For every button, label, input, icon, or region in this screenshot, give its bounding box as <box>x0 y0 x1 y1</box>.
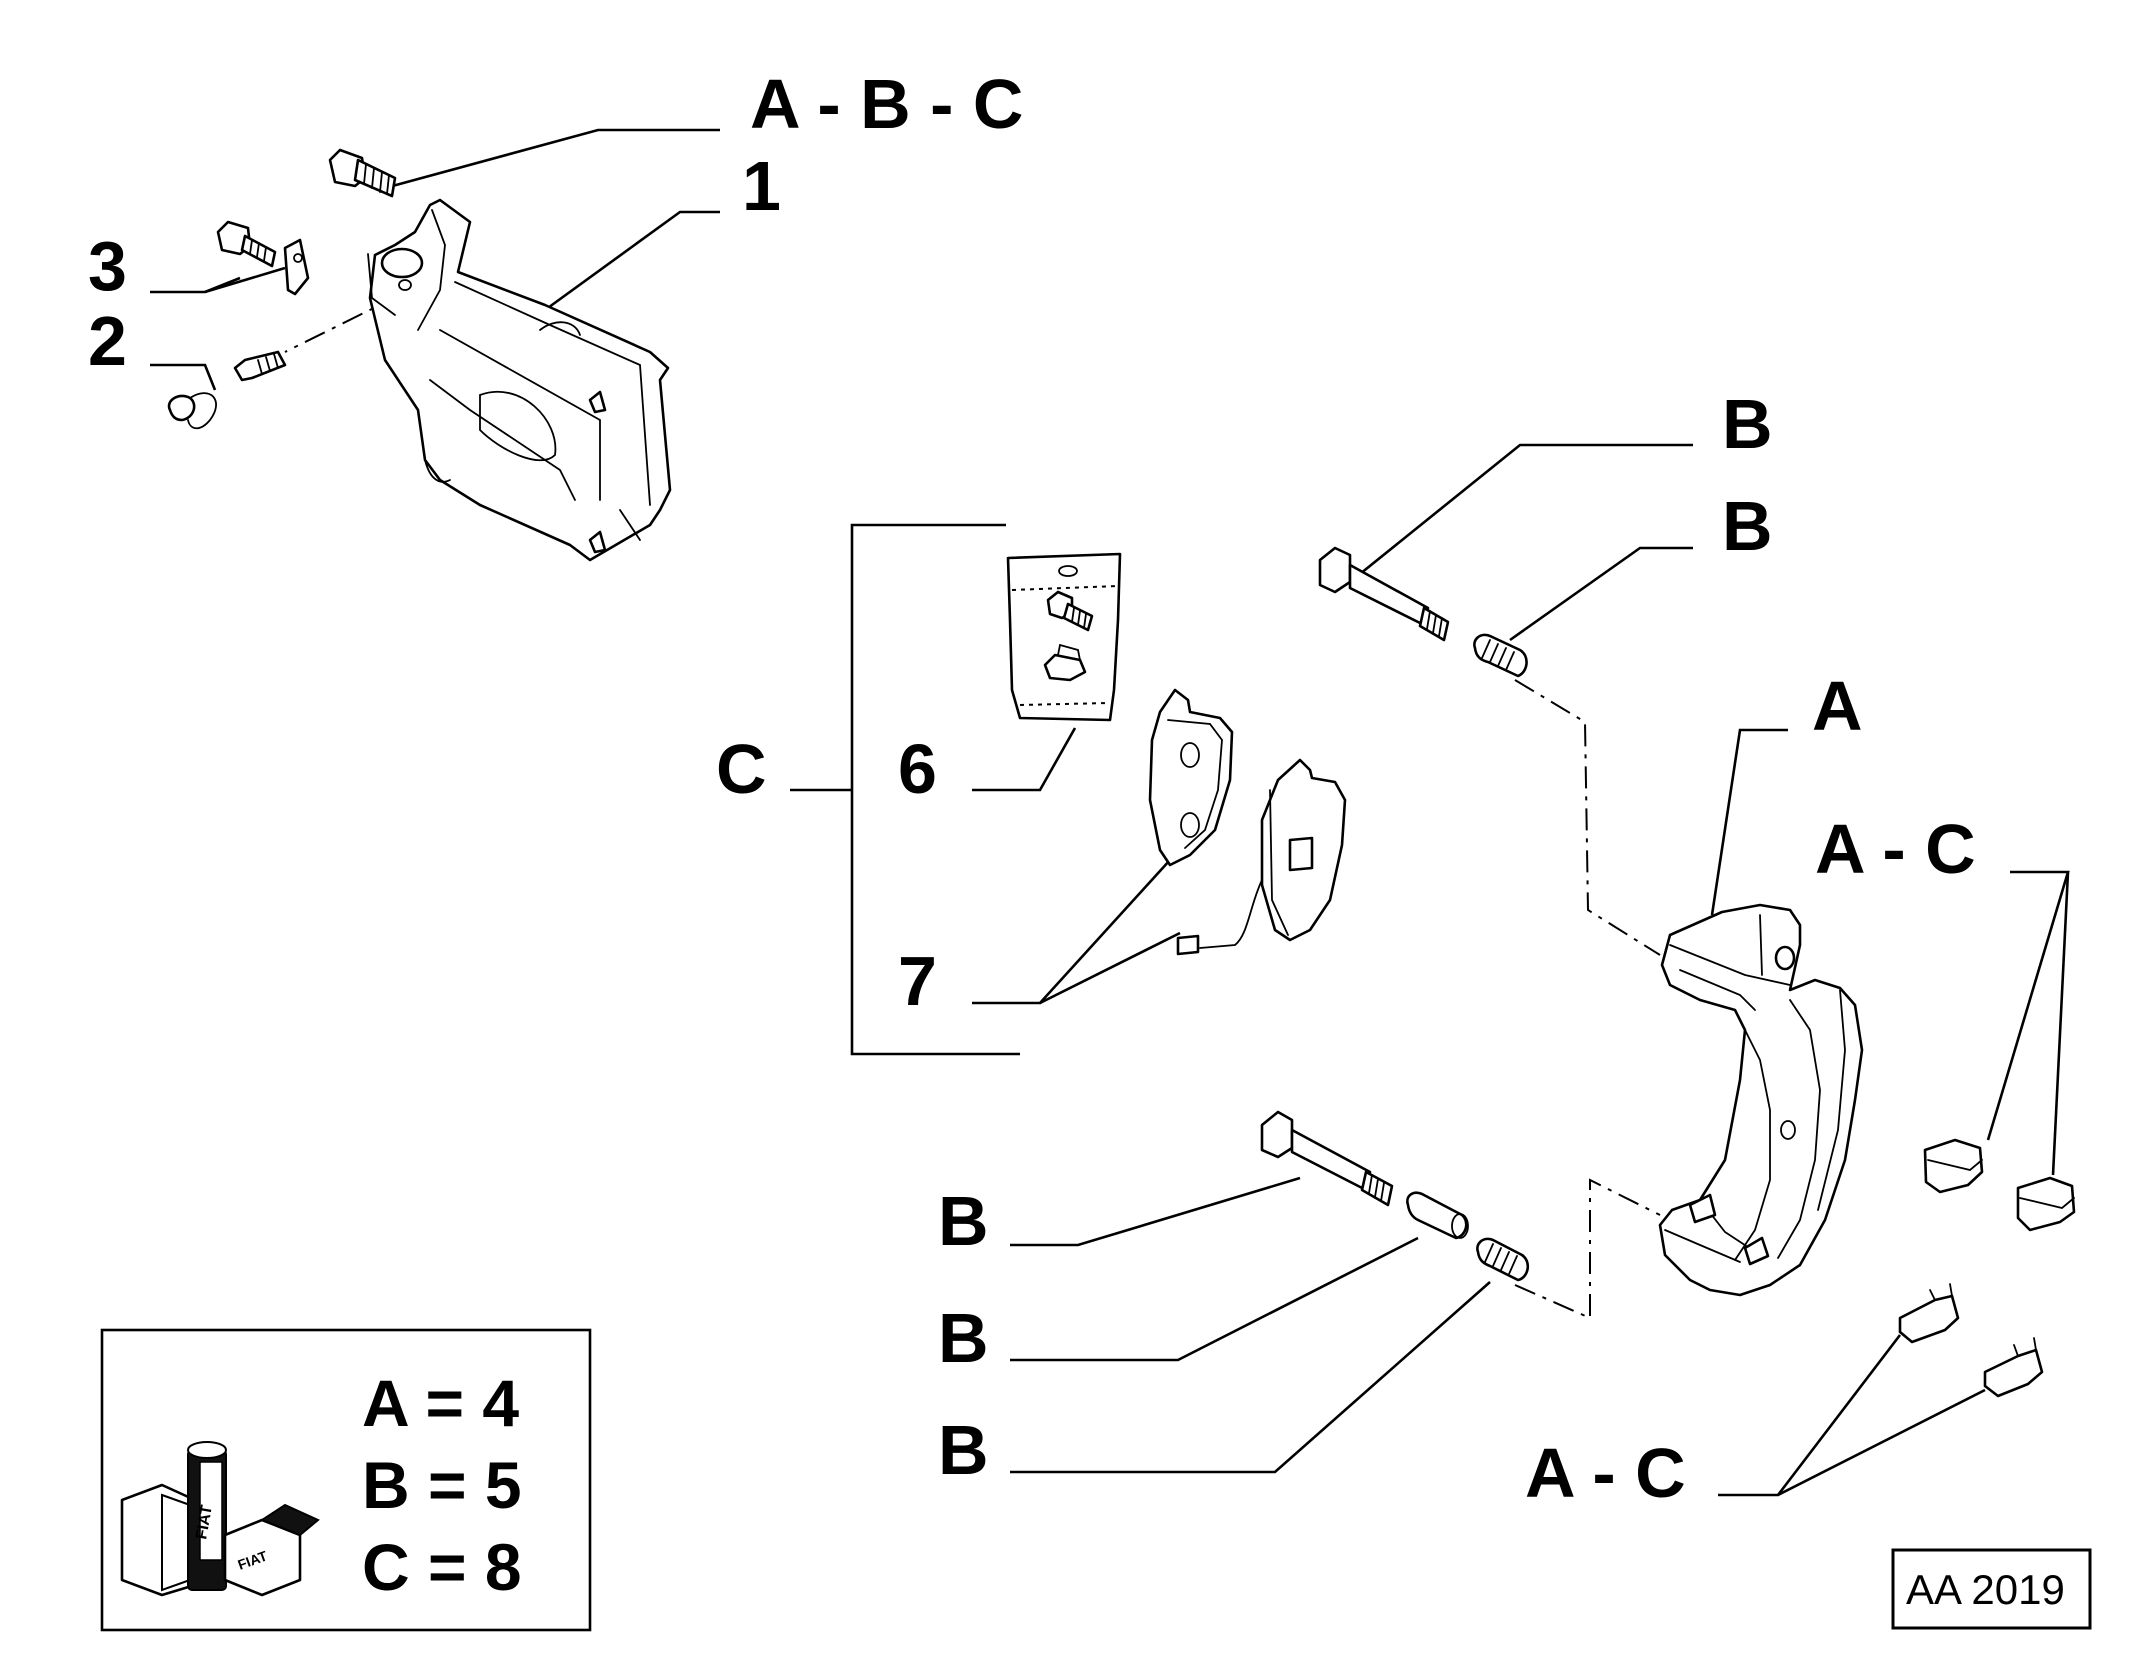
leader-b-upper-2 <box>1509 546 1693 642</box>
leader-a-bracket <box>1710 728 1788 916</box>
callout-part-2: 2 <box>88 302 127 380</box>
callout-part-3: 3 <box>88 227 127 305</box>
callout-b-upper-1: B <box>1722 385 1773 463</box>
callout-part-6: 6 <box>898 730 937 808</box>
callout-ac-upper: A - C <box>1815 810 1976 888</box>
leader-b-lower-2 <box>1010 1236 1419 1362</box>
callout-group-c: C <box>716 730 767 808</box>
axis-upper <box>1514 679 1661 956</box>
part-2-bleeder-screw <box>167 350 287 430</box>
kit-legend: FIAT FIAT FIAT A = 4 B = 5 C = 8 <box>100 1328 592 1632</box>
callout-part-7: 7 <box>898 942 937 1020</box>
part-6-fastener-bag <box>1006 552 1122 722</box>
callout-abc-top: A - B - C <box>750 65 1023 143</box>
fiat-logo-text-2: FIAT <box>193 1504 216 1541</box>
anti-rattle-clips-lower <box>1898 1283 2044 1398</box>
callout-b-lower-1: B <box>938 1182 989 1260</box>
leader-part-7 <box>972 859 1171 1005</box>
guide-sleeve-lower <box>1406 1191 1469 1240</box>
callout-part-1: 1 <box>742 147 781 225</box>
leader-ac-lower-2 <box>1777 1388 1986 1497</box>
part-3-bolt-and-clip <box>216 220 310 296</box>
leader-b-lower-3 <box>1010 1281 1491 1474</box>
caliper-bracket <box>1658 903 1864 1297</box>
leader-b-lower-1 <box>1010 1176 1301 1247</box>
kit-legend-row-b: B = 5 <box>362 1448 522 1522</box>
callout-a-bracket: A <box>1812 667 1863 745</box>
guide-pin-upper <box>1318 546 1450 642</box>
dust-boot-upper <box>1473 633 1528 678</box>
leader-part-6 <box>972 727 1077 792</box>
guide-bolt-top <box>328 148 397 198</box>
caliper-body <box>367 198 672 562</box>
leader-ac-lower-1 <box>1718 1334 1902 1497</box>
leader-abc-top <box>384 128 720 190</box>
leader-part-1 <box>544 210 720 312</box>
drawing-code-frame <box>1891 1548 2092 1630</box>
leader-ac-upper-2 <box>2051 871 2070 1176</box>
anti-rattle-clips-upper <box>1923 1138 2076 1232</box>
guide-pin-lower <box>1260 1110 1394 1207</box>
drawing-code: AA 2019 <box>1891 1548 2092 1630</box>
leader-part-3b <box>204 266 286 294</box>
fiat-kit-logo: FIAT FIAT FIAT <box>120 1441 320 1597</box>
callout-ac-lower: A - C <box>1525 1434 1686 1512</box>
bracket-group-c <box>850 523 1020 1056</box>
callout-b-lower-3: B <box>938 1411 989 1489</box>
part-7-brake-pads <box>1148 688 1347 956</box>
leader-lines <box>150 128 2070 1497</box>
leader-b-upper-1 <box>1349 443 1693 584</box>
drawing-code-label: AA 2019 <box>1906 1566 2065 1613</box>
kit-legend-row-a: A = 4 <box>362 1366 519 1440</box>
dust-boot-lower <box>1476 1237 1530 1282</box>
leader-part-7b <box>1039 931 1181 1005</box>
callout-b-upper-2: B <box>1722 487 1773 565</box>
callout-b-lower-2: B <box>938 1299 989 1377</box>
axis-lower <box>1514 1178 1661 1320</box>
leader-part-2 <box>150 363 217 391</box>
kit-legend-row-c: C = 8 <box>362 1530 522 1604</box>
